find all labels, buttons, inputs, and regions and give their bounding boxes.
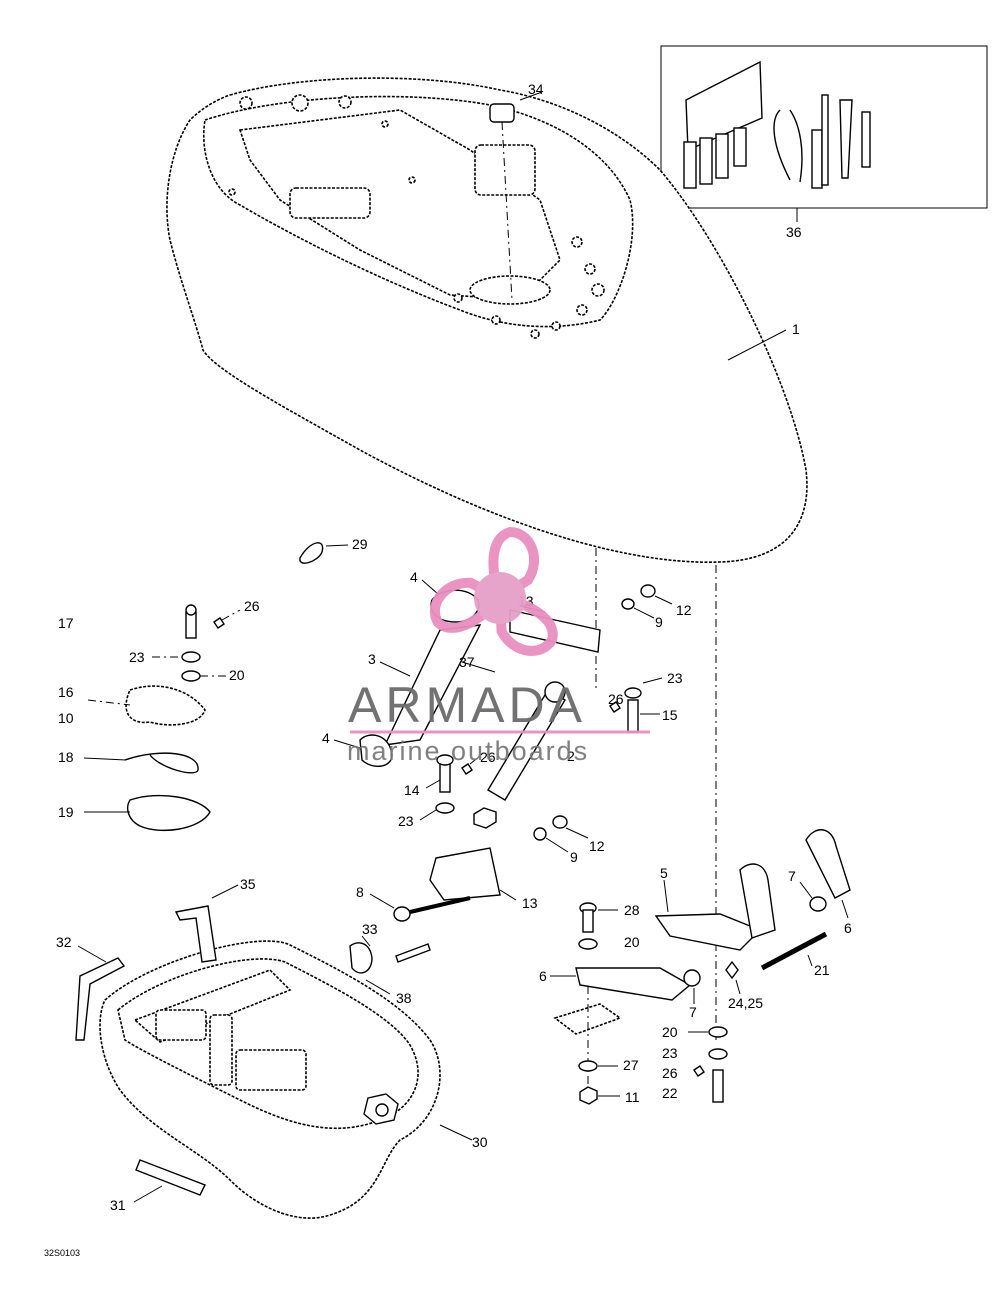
- callout-7: 7: [788, 868, 796, 884]
- callout-32: 32: [56, 934, 72, 950]
- callout-24-25: 24,25: [728, 995, 763, 1011]
- tool-kit-group: [660, 45, 988, 222]
- callout-20: 20: [624, 934, 640, 950]
- callout-38: 38: [396, 990, 412, 1006]
- bottom-cowling: [99, 940, 473, 1219]
- callout-18: 18: [58, 749, 74, 765]
- callout-21: 21: [814, 962, 830, 978]
- watermark-brand: ARMADA: [348, 677, 586, 733]
- callout-6: 6: [539, 968, 547, 984]
- drawing-reference: 32S0103: [44, 1248, 80, 1258]
- armada-watermark: ARMADA marine outboards: [347, 526, 650, 766]
- callout-30: 30: [472, 1134, 488, 1150]
- callout-9: 9: [655, 614, 663, 630]
- callout-8: 8: [356, 884, 364, 900]
- callout-6: 6: [844, 920, 852, 936]
- plug-34: [489, 91, 543, 301]
- callout-35: 35: [240, 876, 256, 892]
- watermark-tagline: marine outboards: [347, 736, 589, 766]
- callout-26: 26: [608, 691, 624, 707]
- lever-linkage: [550, 829, 851, 1105]
- callout-36: 36: [786, 224, 802, 240]
- callout-23: 23: [667, 670, 683, 686]
- callout-26: 26: [480, 749, 496, 765]
- callout-37: 37: [459, 654, 475, 670]
- callout-28: 28: [624, 902, 640, 918]
- callout-23: 23: [398, 813, 414, 829]
- propeller-logo-icon: [429, 526, 558, 656]
- latch-assembly: [83, 542, 349, 832]
- callout-10: 10: [58, 710, 74, 726]
- callout-20: 20: [229, 667, 245, 683]
- callout-7: 7: [689, 1004, 697, 1020]
- callout-29: 29: [352, 536, 368, 552]
- top-cowling: [166, 77, 808, 563]
- tool-kit-icon: [683, 60, 871, 189]
- bracket-35: [174, 884, 239, 963]
- hinge-bracket-assembly: [333, 579, 673, 922]
- callout-4: 4: [322, 730, 330, 746]
- callout-12: 12: [676, 602, 692, 618]
- callout-33: 33: [362, 921, 378, 937]
- callout-20: 20: [662, 1024, 678, 1040]
- callout-26: 26: [662, 1065, 678, 1081]
- callout-15: 15: [662, 707, 678, 723]
- callout-13: 13: [522, 895, 538, 911]
- callout-23: 23: [129, 649, 145, 665]
- strip-31: [133, 1159, 206, 1203]
- callout-27: 27: [623, 1057, 639, 1073]
- callout-12: 12: [589, 838, 605, 854]
- callout-11: 11: [625, 1089, 640, 1105]
- callout-14: 14: [404, 782, 420, 798]
- callout-17: 17: [58, 615, 74, 631]
- callout-4: 4: [410, 569, 418, 585]
- callout-9: 9: [570, 849, 578, 865]
- callout-5: 5: [660, 865, 668, 881]
- callout-19: 19: [58, 804, 74, 820]
- fastener-33-38: [349, 935, 431, 995]
- callout-34: 34: [528, 81, 544, 97]
- callout-3: 3: [368, 651, 376, 667]
- hose-32: [75, 945, 126, 1041]
- callout-1: 1: [792, 321, 800, 337]
- callout-2: 2: [567, 748, 575, 764]
- callout-16: 16: [58, 684, 74, 700]
- callout-26: 26: [244, 598, 260, 614]
- callout-23: 23: [662, 1045, 678, 1061]
- callout-22: 22: [662, 1085, 678, 1101]
- callout-31: 31: [110, 1197, 126, 1213]
- callout-labels: 1 2 3 4 4 5 6 6 7 7 8 9 9 10 11 12 12 13…: [56, 81, 852, 1213]
